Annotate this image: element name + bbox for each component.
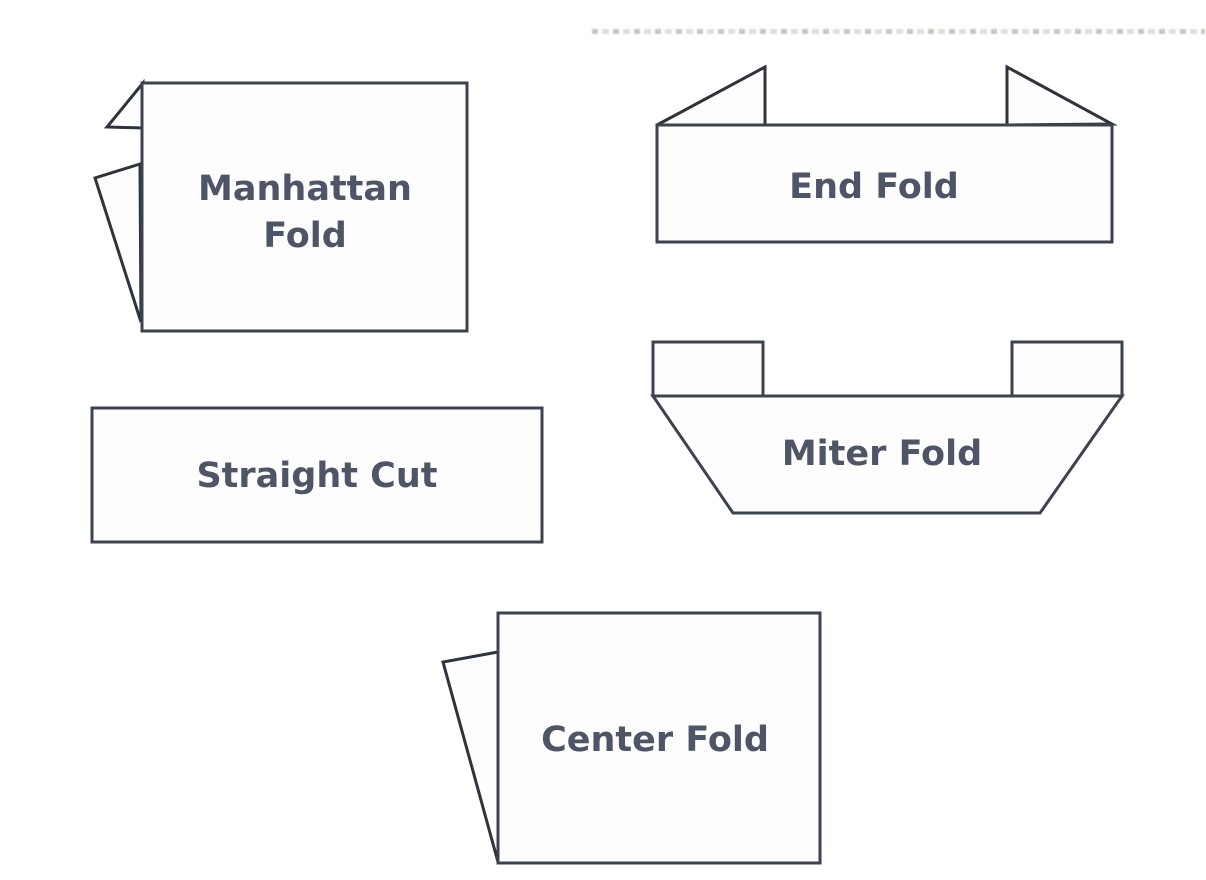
end-fold-panel [655, 123, 1114, 244]
end-fold-flap-left [656, 64, 767, 127]
straight-cut-label: Straight Cut [196, 456, 438, 496]
miter-fold-panel [650, 394, 1125, 515]
figure-center-fold [430, 600, 830, 880]
end-fold-flap-right [1005, 64, 1118, 127]
miter-fold-label: Miter Fold [781, 434, 983, 474]
end-fold-label: End Fold [789, 167, 959, 207]
figure-manhattan-fold [90, 60, 480, 350]
manhattan-fold-label: Manhattan Fold [198, 169, 412, 256]
end-fold-shape [655, 64, 1118, 244]
center-fold-shape [441, 611, 822, 865]
center-fold-label: Center Fold [541, 720, 769, 760]
straight-cut-shape [90, 406, 544, 544]
manhattan-fold-shape [93, 78, 469, 333]
dashed-line-artifact [592, 29, 1205, 34]
miter-fold-shape [650, 340, 1125, 515]
miter-fold-tab-left [651, 340, 765, 398]
manhattan-fold-flap-small [103, 78, 145, 130]
figure-straight-cut [89, 405, 545, 545]
manhattan-fold-flap-large [93, 161, 143, 323]
center-fold-panel [496, 611, 822, 865]
miter-fold-tab-right [1010, 340, 1124, 398]
straight-cut-panel [90, 406, 544, 544]
figure-end-fold [640, 50, 1130, 260]
center-fold-flap [441, 650, 500, 863]
manhattan-fold-panel [140, 81, 469, 333]
figure-miter-fold [640, 330, 1140, 530]
